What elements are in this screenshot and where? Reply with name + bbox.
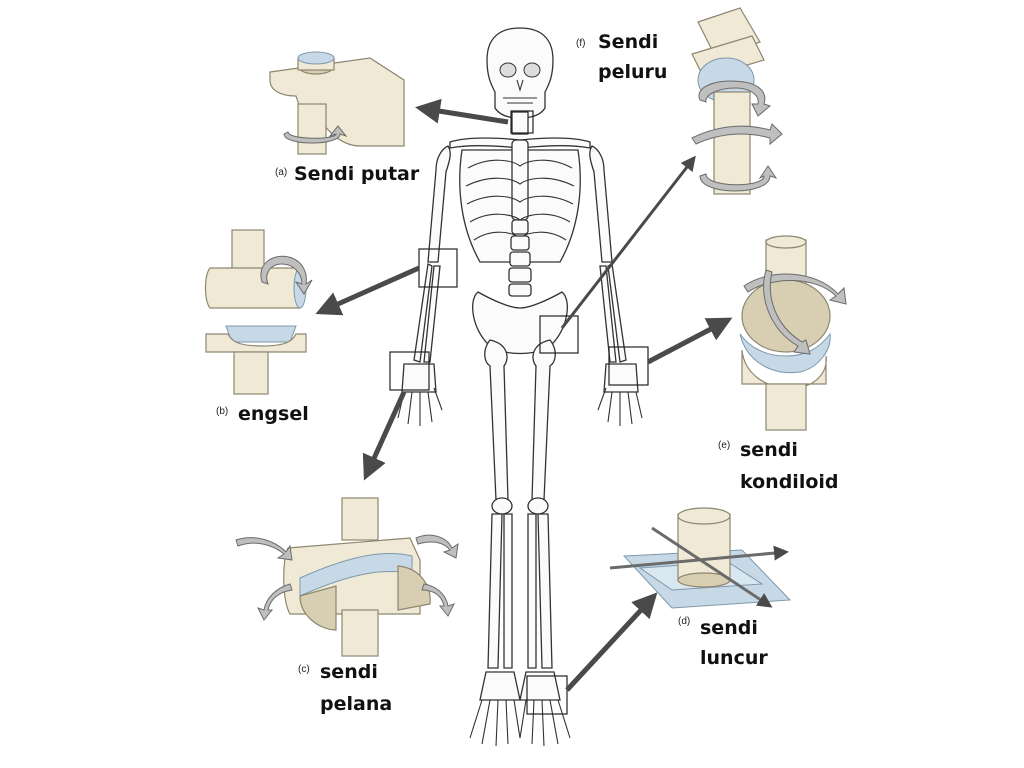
name-e-line2: kondiloid (740, 471, 839, 493)
feet (469, 671, 571, 747)
label-ball-socket: (f) Sendi peluru (576, 31, 667, 83)
name-c-line1: sendi (320, 661, 378, 683)
letter-f: (f) (576, 38, 585, 49)
arms (413, 145, 627, 363)
hinge-joint-illustration (204, 229, 313, 395)
name-d-line2: luncur (700, 647, 768, 669)
arrow-elbow-to-hinge (315, 265, 421, 316)
box-right-wrist (608, 346, 649, 386)
gliding-joint-illustration (609, 507, 792, 609)
name-f-line1: Sendi (598, 31, 658, 53)
box-ankle (526, 675, 568, 715)
name-a-line1: Sendi putar (294, 163, 420, 185)
letter-e: (e) (718, 440, 730, 451)
name-c-line2: pelana (320, 693, 392, 715)
saddle-joint-illustration (235, 497, 459, 657)
label-gliding: (d) sendi luncur (678, 616, 768, 669)
letter-b: (b) (216, 406, 228, 417)
pivot-joint-illustration (269, 51, 405, 155)
legs (484, 339, 556, 669)
condyloid-joint-illustration (739, 235, 847, 431)
name-b-line1: engsel (238, 403, 309, 425)
name-e-line1: sendi (740, 439, 798, 461)
spine (508, 219, 532, 297)
name-d-line1: sendi (700, 617, 758, 639)
neck-vertebrae (511, 111, 529, 135)
arrow-wrist-to-saddle (362, 390, 407, 481)
label-saddle: (c) sendi pelana (298, 661, 392, 715)
ball-socket-joint-illustration (691, 7, 783, 195)
box-hip (539, 315, 579, 354)
letter-a: (a) (275, 167, 287, 178)
name-f-line2: peluru (598, 61, 667, 83)
label-hinge: (b) engsel (216, 403, 309, 425)
letter-c: (c) (298, 664, 310, 675)
letter-d: (d) (678, 616, 690, 627)
skeleton-figure (397, 27, 643, 747)
arrow-wrist-to-condyloid (646, 317, 733, 365)
arrow-neck-to-pivot (415, 98, 509, 125)
hands (397, 363, 643, 426)
box-neck (510, 110, 534, 134)
rib-cage (459, 139, 581, 263)
skull (486, 27, 554, 119)
box-left-wrist (389, 351, 430, 391)
arrow-ankle-to-plane (565, 592, 658, 692)
label-pivot: (a) Sendi putar (275, 163, 420, 185)
arrow-hip-to-ball (560, 155, 696, 329)
pointer-arrows (315, 98, 733, 692)
label-condyloid: (e) sendi kondiloid (718, 439, 839, 493)
